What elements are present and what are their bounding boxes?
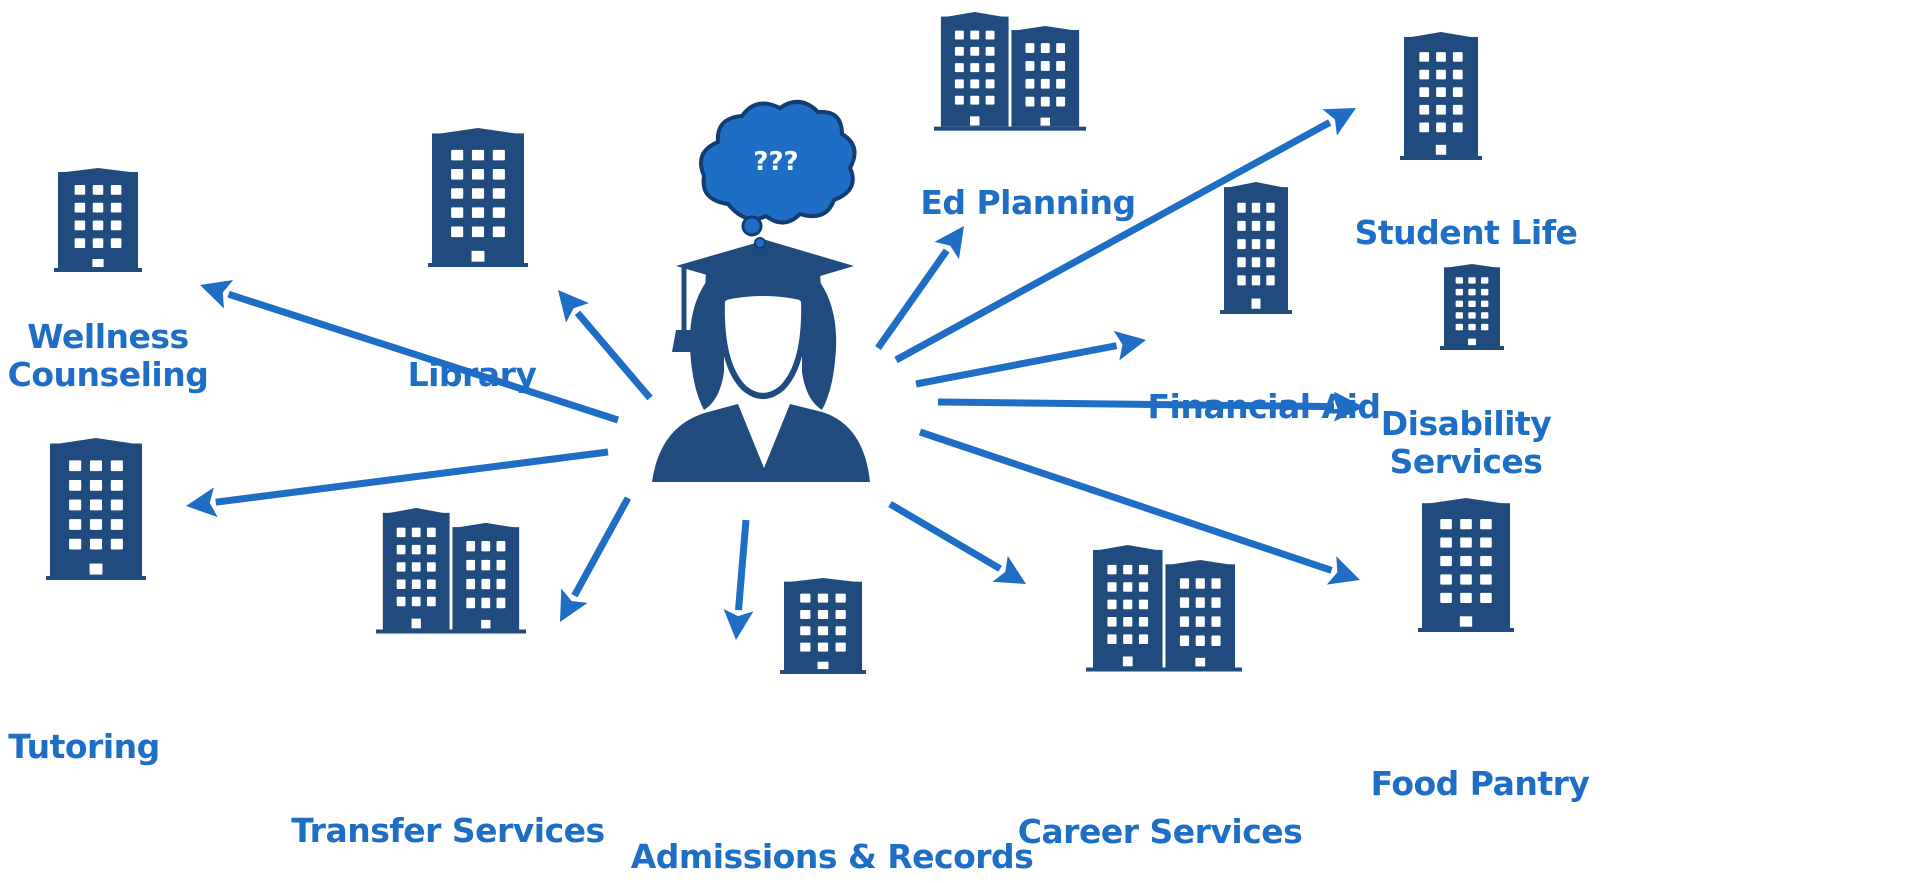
arrow-transfer-services: [560, 496, 632, 622]
label-line: Ed Planning: [920, 183, 1135, 222]
library-building-icon: [428, 128, 528, 267]
admissions-records-building-icon: [780, 578, 866, 674]
icons-layer: [46, 12, 1514, 674]
thought-cloud-icon: ???: [699, 100, 857, 249]
label-line: Wellness: [27, 317, 188, 356]
financial-aid-building-icon: [1220, 182, 1292, 314]
arrowhead: [1333, 391, 1364, 422]
thought-text: ???: [753, 147, 798, 177]
arrow-career-services: [888, 500, 1026, 584]
arrows-layer: [186, 108, 1364, 640]
arrow-disability-services: [937, 391, 1364, 422]
arrow-tutoring: [186, 448, 609, 518]
label-line: Student Life: [1355, 213, 1578, 252]
financial-aid-label: Financial Aid: [1147, 387, 1380, 426]
tutoring-building-icon: [46, 438, 146, 580]
label-line: Tutoring: [8, 727, 160, 766]
disability-services-building-icon: [1440, 264, 1504, 350]
arrowhead: [560, 588, 588, 622]
arrowhead: [1113, 330, 1146, 361]
tutoring-label: Tutoring: [8, 727, 160, 766]
arrowhead: [1326, 556, 1360, 585]
arrowhead: [558, 290, 589, 323]
arrow-library: [558, 290, 653, 401]
career-services-twin-buildings-icon: [1086, 545, 1242, 672]
arrowhead: [1322, 108, 1356, 136]
transfer-services-twin-buildings-icon: [376, 508, 526, 634]
student-life-building-icon: [1400, 32, 1482, 160]
arrow-financial-aid: [915, 330, 1146, 388]
student-graduate-icon: [652, 240, 870, 482]
label-line: Services: [1390, 442, 1543, 481]
arrowhead: [992, 555, 1026, 584]
label-line: Counseling: [8, 355, 209, 394]
label-line: Library: [408, 355, 537, 394]
label-line: Transfer Services: [291, 811, 604, 850]
library-label: Library: [408, 355, 537, 394]
label-line: Disability: [1381, 404, 1551, 443]
label-line: Financial Aid: [1147, 387, 1380, 426]
student-life-label: Student Life: [1355, 213, 1578, 252]
wellness-counseling-building-icon: [54, 168, 142, 272]
ed-planning-label: Ed Planning: [920, 183, 1135, 222]
admissions-records-label: Admissions & Records: [631, 837, 1034, 876]
career-services-label: Career Services: [1018, 812, 1303, 851]
arrow-ed-planning: [875, 226, 964, 351]
arrowhead: [186, 487, 218, 518]
food-pantry-label: Food Pantry: [1371, 764, 1590, 803]
transfer-services-label: Transfer Services: [291, 811, 604, 850]
arrow-student-life: [894, 108, 1356, 364]
ed-planning-twin-buildings-icon: [934, 12, 1086, 131]
food-pantry-building-icon: [1418, 498, 1514, 632]
arrowhead: [934, 226, 964, 260]
label-line: Food Pantry: [1371, 764, 1590, 803]
arrow-food-pantry: [918, 428, 1360, 585]
label-line: Career Services: [1018, 812, 1303, 851]
arrowhead: [723, 608, 754, 640]
arrowhead: [200, 279, 234, 309]
arrow-admissions-records: [723, 519, 754, 640]
arrow-wellness-counseling: [200, 279, 620, 424]
label-line: Admissions & Records: [631, 837, 1034, 876]
